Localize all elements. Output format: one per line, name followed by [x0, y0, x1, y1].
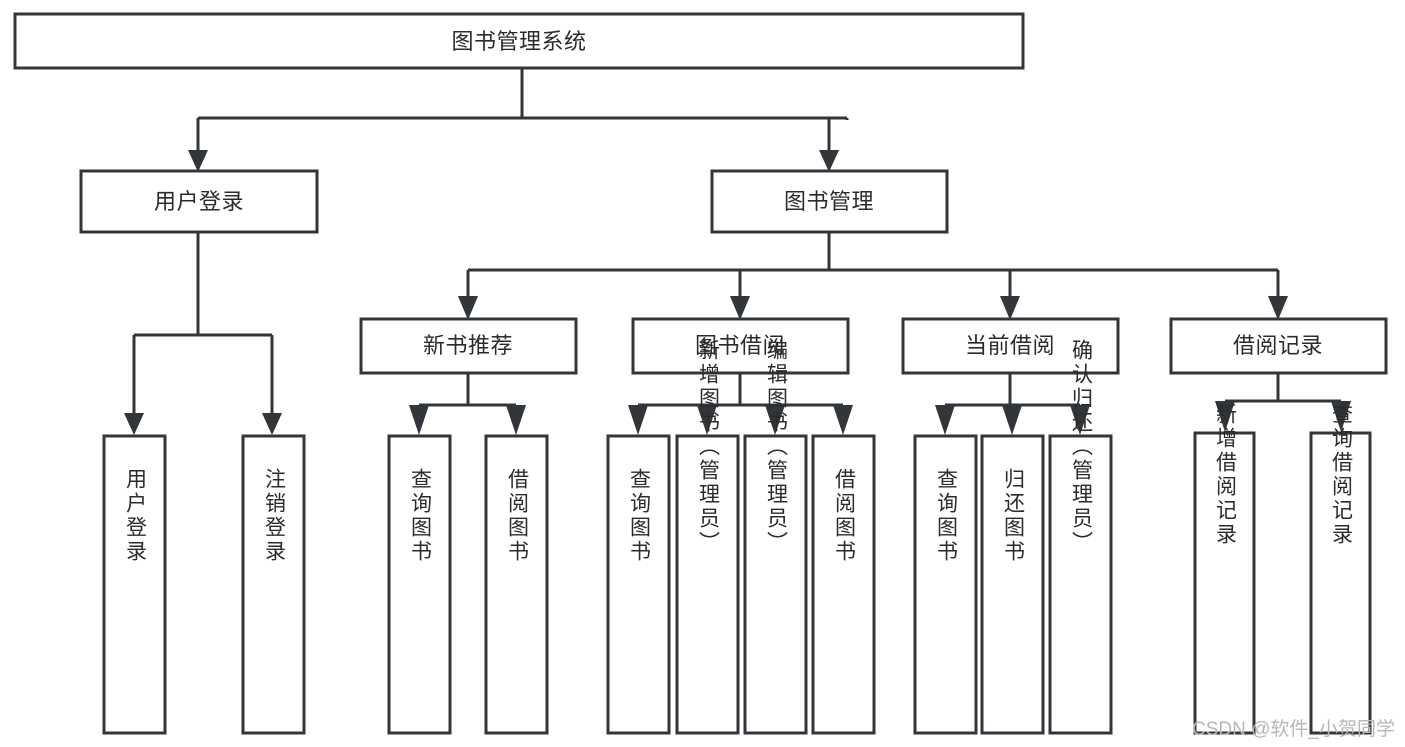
arrow-leaf-query-book-1	[409, 405, 429, 435]
node-book-borrow-box[interactable]	[631, 317, 850, 375]
arrow-leaf-confirm-return	[1070, 405, 1090, 435]
node-leaf-add-book[interactable]: 新增图书（管理员）	[675, 339, 740, 735]
node-leaf-edit-book[interactable]: 编辑图书（管理员）	[743, 339, 808, 735]
node-leaf-user-logout[interactable]: 注销登录	[241, 434, 306, 735]
node-current-borrow[interactable]: 当前借阅	[901, 317, 1120, 375]
node-leaf-borrow-book-1-label: 借阅图书	[506, 468, 530, 564]
node-leaf-confirm-return-label: 确认归还（管理员）	[1070, 339, 1094, 555]
node-root[interactable]: 图书管理系统	[13, 12, 1025, 70]
node-leaf-add-record[interactable]: 新增借阅记录	[1193, 403, 1256, 735]
node-leaf-query-book-3-box[interactable]	[913, 434, 978, 735]
arrow-book-management	[819, 150, 839, 172]
node-leaf-query-book-1-label: 查询图书	[409, 468, 433, 564]
node-book-management-label: 图书管理	[784, 189, 874, 214]
node-user-login-box[interactable]	[79, 169, 319, 234]
node-leaf-user-logout-box[interactable]	[241, 434, 306, 735]
node-leaf-edit-book-label: 编辑图书（管理员）	[765, 339, 789, 555]
node-leaf-add-book-box[interactable]	[675, 434, 740, 735]
arrow-leaf-borrow-book-1	[506, 405, 526, 435]
node-leaf-borrow-book-2-box[interactable]	[811, 434, 876, 735]
node-leaf-confirm-return-box[interactable]	[1048, 434, 1113, 735]
node-borrow-record-box[interactable]	[1169, 317, 1388, 375]
arrow-leaf-edit-book	[765, 405, 785, 435]
node-leaf-return-book-label: 归还图书	[1002, 468, 1026, 564]
arrow-leaf-query-book-2	[628, 405, 648, 435]
arrow-leaf-add-record	[1215, 401, 1235, 432]
node-leaf-borrow-book-2[interactable]: 借阅图书	[811, 434, 876, 735]
node-book-borrow[interactable]: 图书借阅	[631, 317, 850, 375]
node-user-login[interactable]: 用户登录	[79, 169, 319, 234]
node-leaf-query-book-2-box[interactable]	[606, 434, 671, 735]
node-current-borrow-label: 当前借阅	[965, 333, 1055, 358]
node-book-borrow-label: 图书借阅	[695, 333, 785, 358]
node-book-management-box[interactable]	[710, 169, 949, 234]
arrow-book-borrow	[730, 296, 750, 320]
node-new-book-recommend[interactable]: 新书推荐	[359, 317, 578, 375]
arrow-current-borrow	[1000, 296, 1020, 320]
arrow-leaf-user-login	[124, 413, 144, 435]
node-leaf-add-record-box[interactable]	[1193, 431, 1256, 735]
node-leaf-return-book-box[interactable]	[980, 434, 1045, 735]
node-root-box[interactable]	[13, 12, 1025, 70]
node-leaf-edit-book-box[interactable]	[743, 434, 808, 735]
arrow-new-book-recommend	[458, 296, 478, 320]
node-leaf-query-book-1[interactable]: 查询图书	[387, 434, 452, 735]
node-leaf-query-book-3-label: 查询图书	[935, 468, 959, 564]
arrow-user-login	[188, 150, 208, 172]
node-leaf-query-record[interactable]: 查询借阅记录	[1309, 403, 1372, 735]
node-new-book-recommend-label: 新书推荐	[423, 333, 513, 358]
arrow-leaf-return-book	[1002, 405, 1022, 435]
arrow-leaf-borrow-book-2	[833, 405, 853, 435]
node-user-login-label: 用户登录	[154, 189, 244, 214]
node-leaf-borrow-book-1-box[interactable]	[484, 434, 549, 735]
node-leaf-query-book-2-label: 查询图书	[628, 468, 652, 564]
arrow-leaf-add-book	[697, 405, 717, 435]
node-leaf-confirm-return[interactable]: 确认归还（管理员）	[1048, 339, 1113, 735]
node-leaf-add-record-label: 新增借阅记录	[1214, 403, 1238, 547]
node-leaf-user-login-box[interactable]	[102, 434, 167, 735]
node-root-label: 图书管理系统	[451, 29, 586, 54]
node-current-borrow-box[interactable]	[901, 317, 1120, 375]
node-leaf-return-book[interactable]: 归还图书	[980, 434, 1045, 735]
arrow-leaf-query-book-3	[935, 405, 955, 435]
node-leaf-query-record-label: 查询借阅记录	[1330, 403, 1354, 547]
node-leaf-query-book-1-box[interactable]	[387, 434, 452, 735]
node-new-book-recommend-box[interactable]	[359, 317, 578, 375]
node-leaf-add-book-label: 新增图书（管理员）	[697, 339, 721, 555]
node-leaf-user-login[interactable]: 用户登录	[102, 434, 167, 735]
node-borrow-record-label: 借阅记录	[1233, 333, 1323, 358]
node-borrow-record[interactable]: 借阅记录	[1169, 317, 1388, 375]
arrow-leaf-query-record	[1331, 401, 1351, 432]
node-leaf-user-logout-label: 注销登录	[263, 468, 287, 564]
arrow-leaf-user-logout	[262, 413, 282, 435]
connector-layer	[124, 68, 1351, 435]
node-leaf-borrow-book-2-label: 借阅图书	[833, 468, 857, 564]
node-leaf-user-login-label: 用户登录	[124, 468, 148, 564]
node-leaf-query-book-2[interactable]: 查询图书	[606, 434, 671, 735]
node-leaf-borrow-book-1[interactable]: 借阅图书	[484, 434, 549, 735]
node-book-management[interactable]: 图书管理	[710, 169, 949, 234]
node-leaf-query-book-3[interactable]: 查询图书	[913, 434, 978, 735]
arrow-borrow-record	[1268, 296, 1288, 320]
node-leaf-query-record-box[interactable]	[1309, 431, 1372, 735]
